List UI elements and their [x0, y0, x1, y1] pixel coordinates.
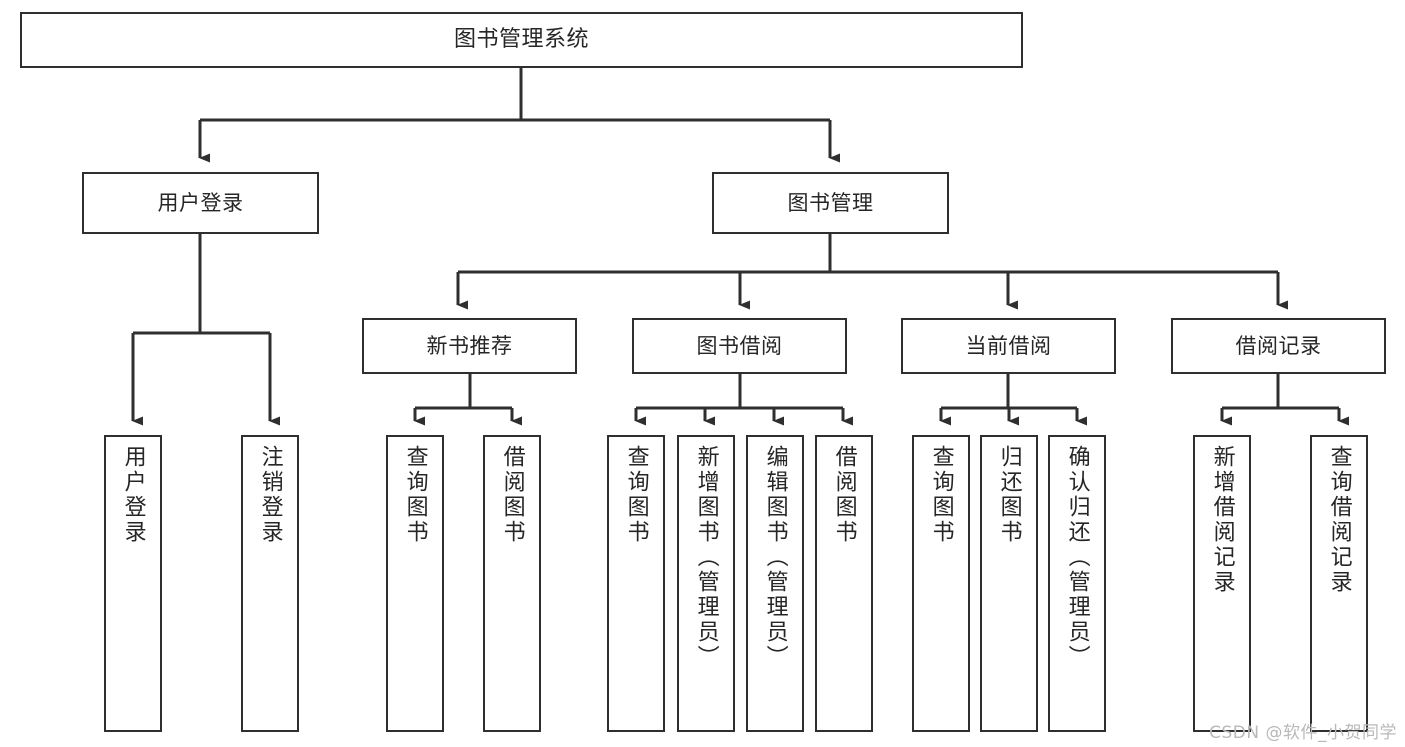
leaf-user-login[interactable]: 用户登录 [104, 435, 162, 732]
leaf-return-book[interactable]: 归还图书 [980, 435, 1038, 732]
leaf-add-borrow-record[interactable]: 新增借阅记录 [1193, 435, 1251, 732]
node-label: 查询图书 [928, 445, 954, 545]
leaf-add-book-admin[interactable]: 新增图书（管理员） [677, 435, 735, 732]
node-label: 查询图书 [402, 445, 428, 545]
leaf-borrow-book[interactable]: 借阅图书 [815, 435, 873, 732]
leaf-query-book-recommendation[interactable]: 查询图书 [386, 435, 444, 732]
node-label: 图书管理 [787, 190, 874, 215]
node-label: 确认归还（管理员） [1064, 445, 1090, 670]
leaf-borrow-book-recommendation[interactable]: 借阅图书 [483, 435, 541, 732]
node-borrowing-records[interactable]: 借阅记录 [1171, 318, 1386, 374]
leaf-query-book-current[interactable]: 查询图书 [912, 435, 970, 732]
node-label: 归还图书 [996, 445, 1022, 545]
node-label: 注销登录 [257, 445, 283, 545]
node-book-management[interactable]: 图书管理 [712, 172, 949, 234]
node-user-login[interactable]: 用户登录 [82, 172, 319, 234]
leaf-confirm-return-admin[interactable]: 确认归还（管理员） [1048, 435, 1106, 732]
node-label: 新增借阅记录 [1209, 445, 1235, 595]
node-root-book-management-system[interactable]: 图书管理系统 [20, 12, 1023, 68]
node-label: 用户登录 [157, 190, 244, 215]
node-new-book-recommendation[interactable]: 新书推荐 [362, 318, 577, 374]
node-label: 借阅图书 [499, 445, 525, 545]
node-label: 用户登录 [120, 445, 146, 545]
node-label: 图书管理系统 [453, 27, 589, 53]
node-label: 借阅图书 [831, 445, 857, 545]
node-label: 图书借阅 [696, 333, 783, 358]
leaf-edit-book-admin[interactable]: 编辑图书（管理员） [746, 435, 804, 732]
node-label: 编辑图书（管理员） [762, 445, 788, 670]
node-label: 查询图书 [623, 445, 649, 545]
node-label: 新书推荐 [426, 333, 513, 358]
node-label: 借阅记录 [1235, 333, 1322, 358]
leaf-logout[interactable]: 注销登录 [241, 435, 299, 732]
node-current-borrowing[interactable]: 当前借阅 [901, 318, 1116, 374]
node-book-borrowing[interactable]: 图书借阅 [632, 318, 847, 374]
node-label: 当前借阅 [965, 333, 1052, 358]
node-label: 查询借阅记录 [1326, 445, 1352, 595]
leaf-query-book-borrowing[interactable]: 查询图书 [607, 435, 665, 732]
leaf-query-borrow-record[interactable]: 查询借阅记录 [1310, 435, 1368, 732]
node-label: 新增图书（管理员） [693, 445, 719, 670]
csdn-watermark: CSDN @软件_小贺同学 [1209, 723, 1397, 743]
